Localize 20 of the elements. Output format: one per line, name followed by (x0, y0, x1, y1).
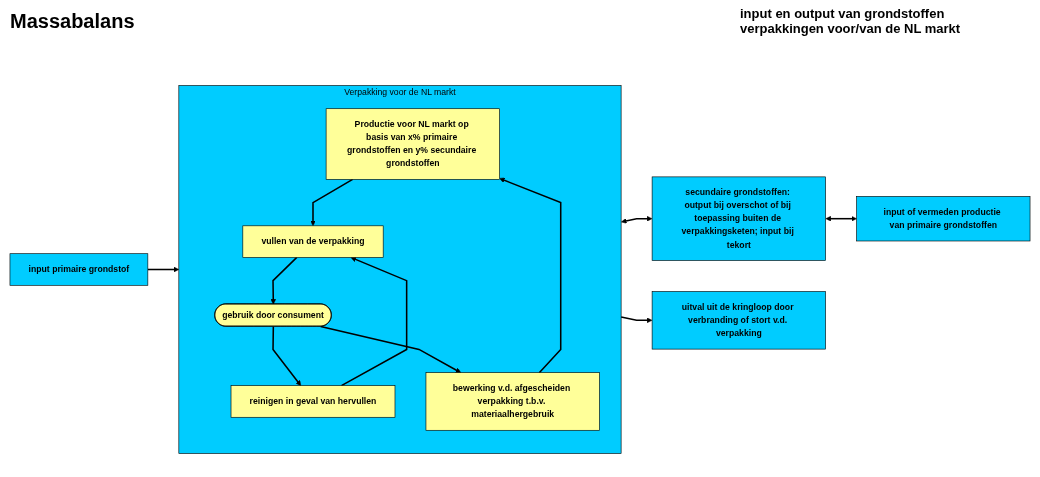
node-box: Productie voor NL markt op basis van x% primaire grondstoffen en y% secundaire grondstoffen (325, 107, 500, 180)
node-box: reinigen in geval van hervullen (230, 384, 396, 418)
arrow (310, 178, 354, 226)
node-box: vullen van de verpakking (242, 225, 384, 258)
diagram-title: Massabalans (10, 10, 135, 33)
arrow (319, 325, 462, 373)
arrow (270, 256, 298, 304)
arrow (825, 215, 857, 221)
arrow (147, 266, 180, 272)
node-box: uitval uit de kringloop door verbranding of stort v.d. verpakking (651, 290, 826, 349)
node-box: bewerking v.d. afgescheiden verpakking t.b.v. materiaalhergebruik (425, 371, 600, 431)
arrow (340, 256, 408, 386)
arrow (272, 325, 302, 386)
arrow (620, 315, 653, 323)
arrow (499, 177, 562, 373)
arrow (621, 215, 653, 224)
node-box: input primaire grondstof (9, 252, 149, 286)
node-box: input of vermeden productie van primaire grondstoffen (856, 195, 1031, 241)
node-box: secundaire grondstoffen: output bij overschot of bij toepassing buiten de verpakkingsketen; input bij tekort (651, 176, 826, 261)
note-text: input en output van grondstoffen verpakkingen voor/van de NL markt (740, 6, 962, 36)
